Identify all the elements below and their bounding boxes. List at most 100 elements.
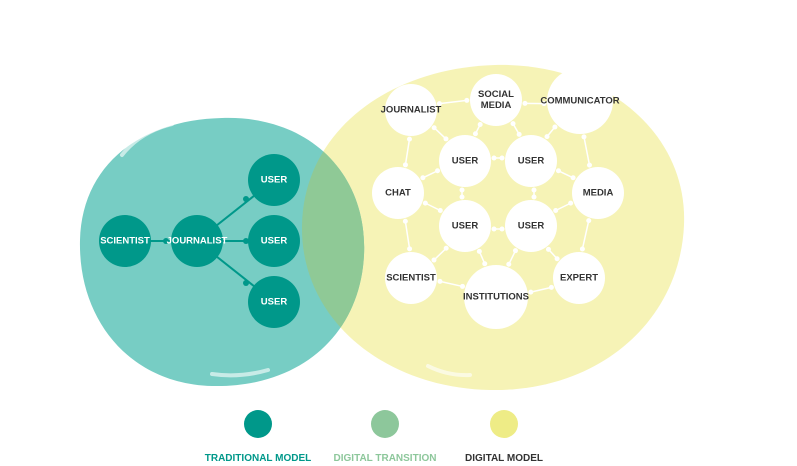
connector-dot (491, 155, 497, 161)
connector-dot (443, 245, 449, 251)
node-label: USER (261, 236, 288, 247)
digital-node-user: USER (505, 135, 557, 187)
node-circle (439, 200, 491, 252)
connector-dot (548, 284, 554, 290)
connector-dot (531, 187, 537, 193)
traditional-node-scientist: SCIENTIST (99, 215, 151, 267)
connector-dot (435, 168, 441, 174)
node-label: JOURNALIST (381, 105, 442, 116)
connector-dot (499, 226, 505, 232)
connector-dot (552, 124, 558, 130)
connector-dot (407, 246, 413, 252)
connector-dot (586, 162, 592, 168)
digital-node-chat: CHAT (372, 167, 424, 219)
connector-dot (464, 97, 470, 103)
connector-dot (553, 207, 559, 213)
connection-line (425, 202, 441, 212)
connection-line (530, 286, 552, 293)
digital-node-communicator: COMMUNICATOR (540, 68, 620, 134)
connector-dot (528, 289, 534, 295)
node-circle (248, 215, 300, 267)
connection-line (422, 170, 438, 179)
node-circle (470, 74, 522, 126)
node-label: COMMUNICATOR (540, 96, 619, 107)
node-label: SCIENTIST (100, 236, 150, 247)
connector-dot (512, 248, 518, 254)
connector-dot (581, 134, 587, 140)
highlight-arc (210, 368, 270, 378)
connector-dot (431, 257, 437, 263)
connector-dot (459, 283, 465, 289)
node-circle (439, 135, 491, 187)
connector-dot (431, 125, 437, 131)
connector-dot (586, 218, 592, 224)
connector-dot (491, 226, 497, 232)
node-label: SOCIAL (478, 89, 514, 100)
node-label: USER (518, 156, 545, 167)
connector-dot (243, 238, 249, 244)
connection-line (433, 127, 447, 140)
legend-swatch (490, 410, 518, 438)
connector-dot (437, 207, 443, 213)
connection-line (404, 138, 411, 165)
node-label: CHAT (385, 188, 411, 199)
node-label: USER (518, 221, 545, 232)
traditional-node-journalist: JOURNALIST (167, 215, 228, 267)
connection-line (439, 280, 463, 288)
traditional-node-user: USER (248, 276, 300, 328)
connector-dot (482, 261, 488, 267)
connector-dot (506, 261, 512, 267)
node-circle (385, 84, 437, 136)
connector-dot (420, 175, 426, 181)
connector-dot (472, 131, 478, 137)
node-circle (505, 200, 557, 252)
node-circle (385, 252, 437, 304)
connector-dot (522, 100, 528, 106)
node-circle (505, 135, 557, 187)
legend-swatch (371, 410, 399, 438)
connector-dot (437, 278, 443, 284)
connection-line (439, 99, 467, 105)
legend-label: TRADITIONAL MODEL (205, 453, 311, 464)
node-circle (99, 215, 151, 267)
connection-line (508, 250, 517, 265)
legend-label: DIGITAL TRANSITION (334, 453, 437, 464)
node-label: USER (261, 297, 288, 308)
node-label: INSTITUTIONS (463, 292, 529, 303)
highlight-arc (426, 364, 472, 378)
connector-dot (544, 134, 550, 140)
connector-dot (531, 194, 537, 200)
connector-dot (510, 121, 516, 127)
node-label: MEDIA (583, 188, 614, 199)
connector-dot (459, 194, 465, 200)
node-circle (248, 276, 300, 328)
connector-dot (163, 238, 169, 244)
connector-dot (406, 136, 412, 142)
legend-item-transition: DIGITAL TRANSITION (334, 410, 437, 464)
connector-dot (422, 200, 428, 206)
node-label: SCIENTIST (386, 273, 436, 284)
digital-node-journalist: JOURNALIST (381, 84, 442, 136)
connector-dot (459, 187, 465, 193)
connector-dot (555, 168, 561, 174)
node-circle (553, 252, 605, 304)
node-label: EXPERT (560, 273, 598, 284)
connection-line (433, 247, 447, 261)
connector-dot (554, 256, 560, 262)
node-circle (171, 215, 223, 267)
connector-dot (243, 280, 249, 286)
legend-label: DIGITAL MODEL (465, 453, 543, 464)
node-label: MEDIA (481, 100, 512, 111)
connector-dot (541, 101, 547, 107)
highlight-arc (120, 122, 174, 157)
node-label: USER (452, 156, 479, 167)
node-label: USER (452, 221, 479, 232)
connector-dot (476, 248, 482, 254)
connector-dot (516, 131, 522, 137)
legend-item-traditional: TRADITIONAL MODEL (205, 410, 311, 464)
connection-line (581, 220, 590, 250)
legend-item-digital: DIGITAL MODEL (465, 410, 543, 464)
node-circle (464, 265, 528, 329)
